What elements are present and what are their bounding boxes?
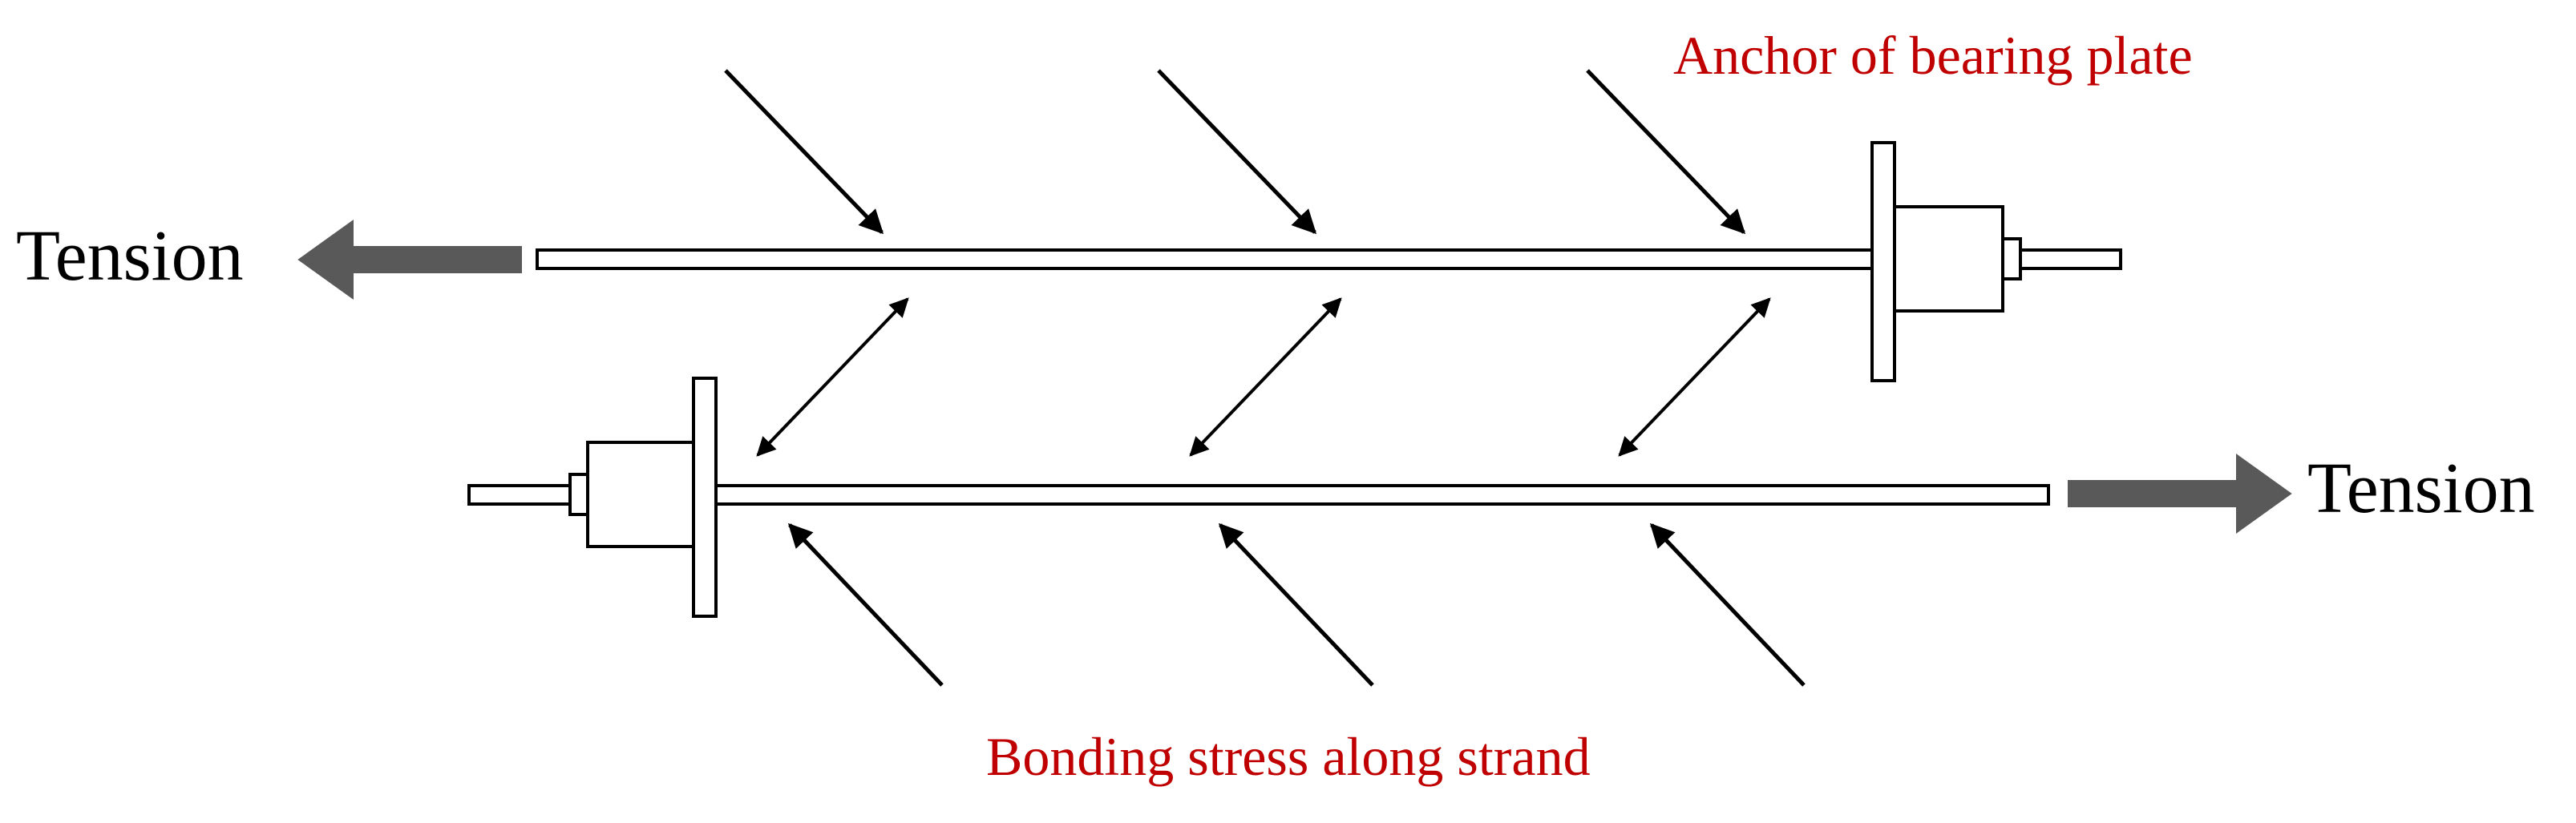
bond-arrow-upper-1 [724, 69, 884, 235]
upper-strand-tail [2019, 248, 2122, 270]
tension-label-right: Tension [2307, 449, 2535, 528]
bond-arrow-lower-3 [1649, 522, 1806, 687]
upper-bearing-plate [1870, 141, 1896, 382]
bonding-stress-label: Bonding stress along strand [986, 726, 1591, 787]
lower-anchor-nut [568, 473, 589, 516]
bond-arrow-lower-2 [1218, 522, 1374, 687]
tension-arrow-left [297, 220, 522, 300]
bond-arrow-between-2 [1189, 297, 1342, 457]
lower-strand-tail [467, 484, 572, 506]
upper-anchor-nut [2001, 237, 2022, 280]
lower-bearing-plate [692, 377, 718, 618]
upper-anchor-block [1893, 205, 2004, 313]
tension-label-left: Tension [16, 216, 244, 296]
bond-arrow-between-3 [1618, 297, 1771, 457]
lower-anchor-block [586, 441, 695, 548]
bond-arrow-lower-1 [787, 522, 944, 687]
tension-arrow-right [2068, 454, 2292, 534]
bond-arrow-between-1 [756, 297, 909, 457]
bond-arrow-upper-2 [1157, 69, 1317, 235]
anchor-label: Anchor of bearing plate [1673, 25, 2193, 86]
bond-arrow-upper-3 [1586, 69, 1746, 235]
